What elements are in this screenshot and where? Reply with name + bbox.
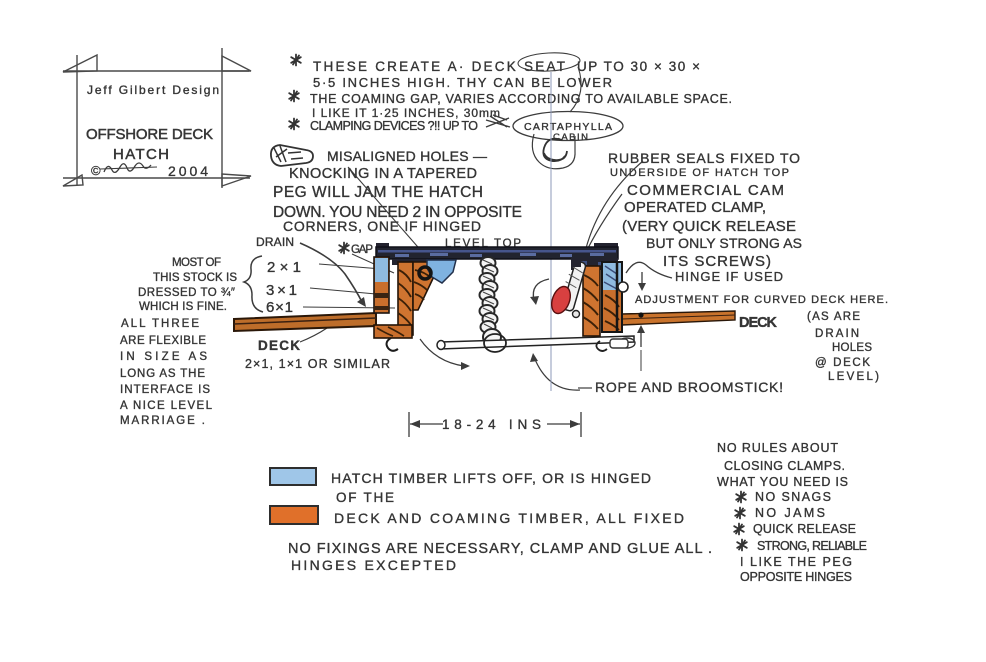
svg-text:MOST OF: MOST OF [172, 257, 221, 269]
svg-text:CLOSING CLAMPS.: CLOSING CLAMPS. [724, 459, 845, 473]
svg-text:ADJUSTMENT FOR CURVED DECK HER: ADJUSTMENT FOR CURVED DECK HERE. [635, 294, 888, 306]
svg-text:CABIN: CABIN [553, 132, 588, 143]
svg-text:ALL THREE: ALL THREE [121, 318, 199, 330]
svg-text:DOWN. YOU NEED 2 IN OPPOSITE: DOWN. YOU NEED 2 IN OPPOSITE [273, 204, 522, 221]
svg-text:THE COAMING GAP, VARIES ACCORD: THE COAMING GAP, VARIES ACCORDING TO AVA… [310, 92, 732, 106]
svg-text:OFFSHORE DECK: OFFSHORE DECK [86, 126, 214, 143]
svg-text:I LIKE IT 1·25 INCHES, 30mm: I LIKE IT 1·25 INCHES, 30mm [312, 106, 500, 120]
svg-text:LONG AS THE: LONG AS THE [120, 368, 205, 380]
svg-text:HATCH TIMBER LIFTS OFF, OR IS: HATCH TIMBER LIFTS OFF, OR IS HINGED [331, 470, 651, 486]
svg-text:CARTAPHYLLA: CARTAPHYLLA [524, 121, 612, 133]
svg-text:DRESSED TO ¾″: DRESSED TO ¾″ [138, 287, 235, 299]
svg-text:DECK: DECK [258, 338, 300, 353]
svg-text:CLAMPING DEVICES ?!! UP TO: CLAMPING DEVICES ?!! UP TO [310, 119, 478, 133]
svg-text:WHICH IS FINE.: WHICH IS FINE. [139, 301, 227, 313]
svg-text:PEG WILL JAM THE HATCH: PEG WILL JAM THE HATCH [273, 184, 483, 201]
svg-text:2×1: 2×1 [267, 259, 301, 276]
svg-text:RUBBER SEALS FIXED TO: RUBBER SEALS FIXED TO [608, 150, 800, 166]
svg-text:@ DECK: @ DECK [815, 357, 870, 369]
svg-text:ROPE AND BROOMSTICK!: ROPE AND BROOMSTICK! [595, 379, 783, 395]
svg-text:BUT ONLY STRONG AS: BUT ONLY STRONG AS [646, 235, 802, 251]
svg-text:KNOCKING IN A TAPERED: KNOCKING IN A TAPERED [289, 166, 477, 182]
svg-text:COMMERCIAL CAM: COMMERCIAL CAM [627, 182, 785, 199]
svg-text:HATCH: HATCH [113, 146, 170, 163]
svg-text:NO RULES ABOUT: NO RULES ABOUT [717, 441, 838, 455]
svg-text:OPPOSITE HINGES: OPPOSITE HINGES [740, 570, 852, 584]
svg-text:Jeff Gilbert Design: Jeff Gilbert Design [87, 83, 219, 97]
svg-text:3×1: 3×1 [266, 282, 297, 299]
svg-text:GAP: GAP [351, 244, 373, 256]
svg-text:HINGE IF USED: HINGE IF USED [675, 269, 783, 284]
svg-text:A NICE LEVEL: A NICE LEVEL [120, 400, 213, 412]
svg-text:ARE FLEXIBLE: ARE FLEXIBLE [120, 335, 206, 347]
svg-text:2×1, 1×1 OR SIMILAR: 2×1, 1×1 OR SIMILAR [245, 357, 390, 371]
svg-text:CORNERS, ONE IF HINGED: CORNERS, ONE IF HINGED [283, 218, 481, 234]
svg-text:QUICK RELEASE: QUICK RELEASE [753, 522, 856, 536]
svg-text:6×1: 6×1 [266, 299, 293, 316]
svg-text:DRAIN: DRAIN [256, 235, 294, 249]
svg-text:INTERFACE IS: INTERFACE IS [120, 384, 210, 396]
svg-text:OPERATED CLAMP,: OPERATED CLAMP, [624, 199, 766, 216]
svg-text:DRAIN: DRAIN [815, 328, 859, 340]
svg-text:MARRIAGE .: MARRIAGE . [120, 415, 205, 427]
svg-text:18-24 INS: 18-24 INS [442, 417, 541, 432]
svg-text:(VERY QUICK RELEASE: (VERY QUICK RELEASE [622, 218, 796, 235]
svg-text:WHAT YOU NEED IS: WHAT YOU NEED IS [717, 475, 848, 489]
svg-text:5·5 INCHES HIGH. THY CAN BE LO: 5·5 INCHES HIGH. THY CAN BE LOWER [313, 75, 612, 90]
svg-text:HOLES: HOLES [832, 342, 872, 354]
svg-text:LEVEL): LEVEL) [828, 371, 879, 383]
svg-text:OF THE: OF THE [336, 490, 394, 505]
svg-text:NO SNAGS: NO SNAGS [755, 490, 831, 504]
svg-text:THIS STOCK IS: THIS STOCK IS [153, 272, 237, 284]
svg-text:NO FIXINGS ARE NECESSARY, CLAM: NO FIXINGS ARE NECESSARY, CLAMP AND GLUE… [288, 541, 712, 557]
svg-text:(AS ARE: (AS ARE [807, 311, 860, 323]
svg-text:IN SIZE AS: IN SIZE AS [120, 351, 207, 363]
svg-text:NO JAMS: NO JAMS [755, 506, 825, 520]
svg-text:STRONG, RELIABLE: STRONG, RELIABLE [757, 539, 867, 553]
svg-text:©: © [91, 163, 101, 178]
svg-text:ITS SCREWS): ITS SCREWS) [663, 253, 771, 270]
svg-text:HINGES EXCEPTED: HINGES EXCEPTED [291, 557, 456, 573]
svg-text:MISALIGNED HOLES —: MISALIGNED HOLES — [327, 148, 487, 164]
svg-text:THESE CREATE A· DECK SEAT: THESE CREATE A· DECK SEAT [313, 59, 565, 74]
svg-text:UNDERSIDE OF HATCH TOP: UNDERSIDE OF HATCH TOP [610, 167, 789, 179]
svg-text:DECK: DECK [739, 315, 778, 331]
